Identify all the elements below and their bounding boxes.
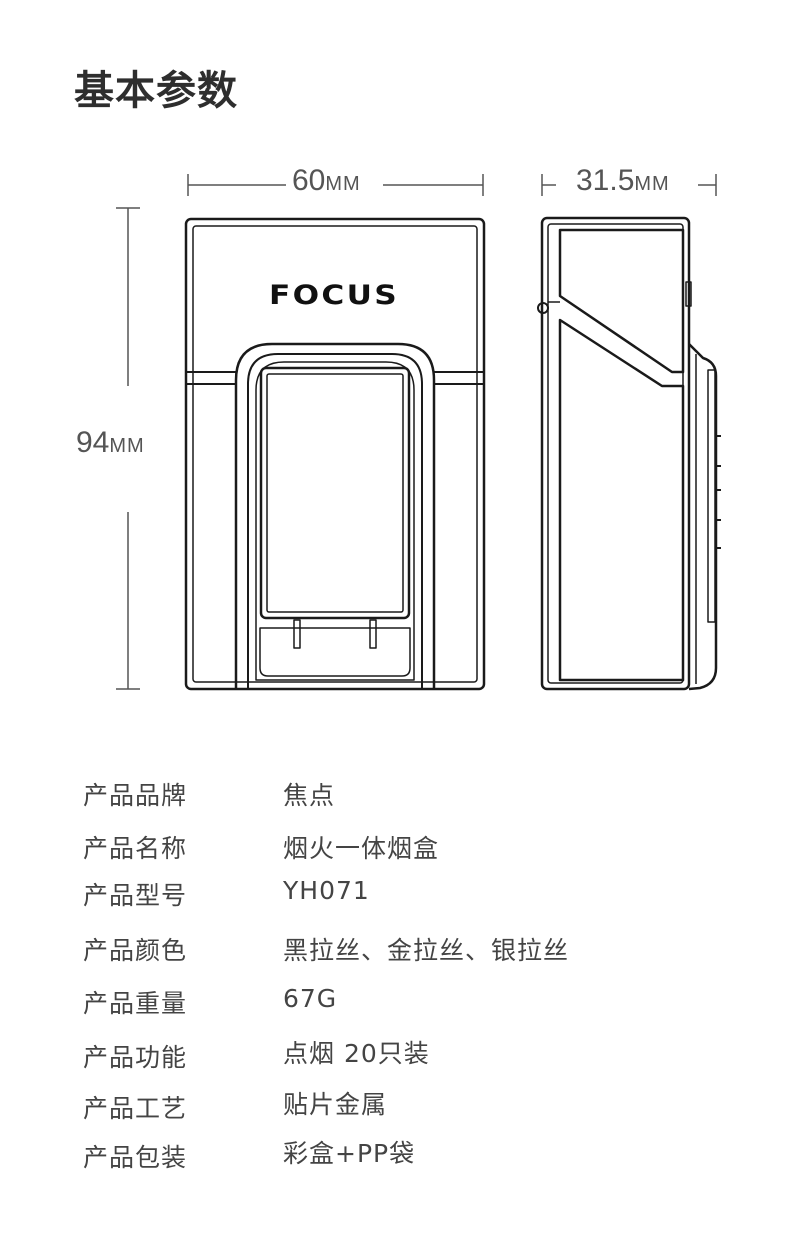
product-technical-drawing: FOCUS xyxy=(116,174,721,691)
width-value: 60 xyxy=(292,164,326,197)
height-dimension-line xyxy=(116,207,140,690)
brand-logo: FOCUS xyxy=(269,280,399,311)
spec-row-color: 产品颜色 黑拉丝、金拉丝、银拉丝 xyxy=(0,931,790,967)
spec-row-brand: 产品品牌 焦点 xyxy=(0,776,790,812)
height-dimension-label: 94MM xyxy=(76,426,145,460)
height-value: 94 xyxy=(76,426,110,459)
spec-value: 67G xyxy=(283,984,338,1013)
spec-label: 产品重量 xyxy=(83,989,188,1018)
spec-value: YH071 xyxy=(283,876,370,905)
spec-value: 贴片金属 xyxy=(283,1090,388,1119)
spec-label: 产品包装 xyxy=(83,1143,188,1172)
spec-value: 点烟 20只装 xyxy=(283,1039,430,1068)
depth-dimension-label: 31.5MM xyxy=(576,164,670,198)
spec-label: 产品颜色 xyxy=(83,936,188,965)
spec-label: 产品功能 xyxy=(83,1043,188,1072)
depth-value: 31.5 xyxy=(576,164,635,197)
spec-row-name: 产品名称 烟火一体烟盒 xyxy=(0,829,790,865)
spec-value: 彩盒+PP袋 xyxy=(283,1139,416,1168)
spec-label: 产品名称 xyxy=(83,834,188,863)
side-view xyxy=(537,216,721,691)
spec-label: 产品工艺 xyxy=(83,1094,188,1123)
spec-row-packaging: 产品包装 彩盒+PP袋 xyxy=(0,1138,790,1174)
spec-label: 产品型号 xyxy=(83,881,188,910)
width-dimension-label: 60MM xyxy=(292,164,361,198)
width-unit: MM xyxy=(325,173,361,195)
spec-row-function: 产品功能 点烟 20只装 xyxy=(0,1038,790,1074)
width-dimension-line xyxy=(187,174,484,196)
page-title: 基本参数 xyxy=(74,68,238,114)
spec-value: 烟火一体烟盒 xyxy=(283,834,440,863)
spec-row-model: 产品型号 YH071 xyxy=(0,876,790,912)
height-unit: MM xyxy=(109,435,145,457)
spec-row-weight: 产品重量 67G xyxy=(0,984,790,1020)
depth-dimension-line xyxy=(541,174,717,196)
spec-row-craft: 产品工艺 贴片金属 xyxy=(0,1089,790,1125)
depth-unit: MM xyxy=(634,173,670,195)
spec-value: 焦点 xyxy=(283,781,336,810)
front-view xyxy=(184,217,486,691)
spec-label: 产品品牌 xyxy=(83,781,188,810)
spec-value: 黑拉丝、金拉丝、银拉丝 xyxy=(283,936,570,965)
